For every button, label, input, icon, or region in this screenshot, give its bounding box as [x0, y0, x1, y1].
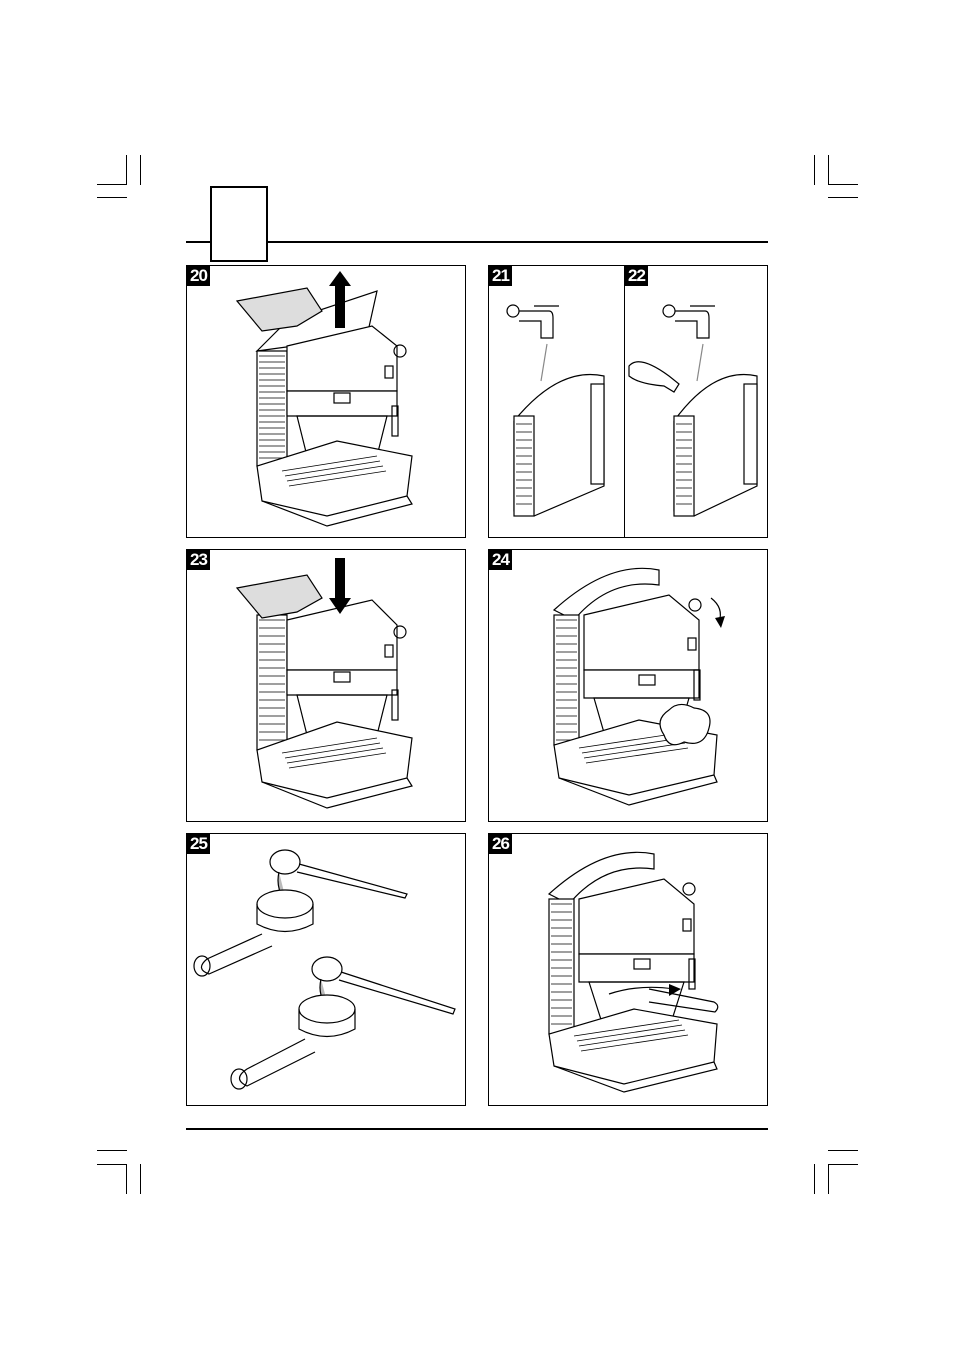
figure-number: 20 — [187, 266, 210, 286]
figure-number: 24 — [489, 550, 512, 570]
coffee-machine-close-lid-illustration — [187, 550, 465, 821]
figure-20: 20 — [186, 265, 466, 538]
filter-holder-filling-illustration — [187, 834, 465, 1105]
figure-24: 24 — [488, 549, 768, 822]
coffee-machine-lift-lid-illustration — [187, 266, 465, 537]
figure-23: 23 — [186, 549, 466, 822]
header-rule — [186, 241, 768, 243]
figure-26: 26 — [488, 833, 768, 1106]
figure-number: 26 — [489, 834, 512, 854]
figure-number: 23 — [187, 550, 210, 570]
coffee-machine-insert-filter-illustration — [489, 834, 767, 1105]
figure-number: 25 — [187, 834, 210, 854]
figure-25: 25 — [186, 833, 466, 1106]
language-tab-box — [210, 186, 268, 262]
figure-number: 21 — [489, 266, 512, 286]
coffee-machine-steam-illustration — [489, 550, 767, 821]
figure-number: 22 — [625, 266, 648, 286]
footer-rule — [186, 1128, 768, 1130]
water-tank-filling-illustration — [489, 266, 767, 537]
figure-21-22: 21 22 — [488, 265, 768, 538]
